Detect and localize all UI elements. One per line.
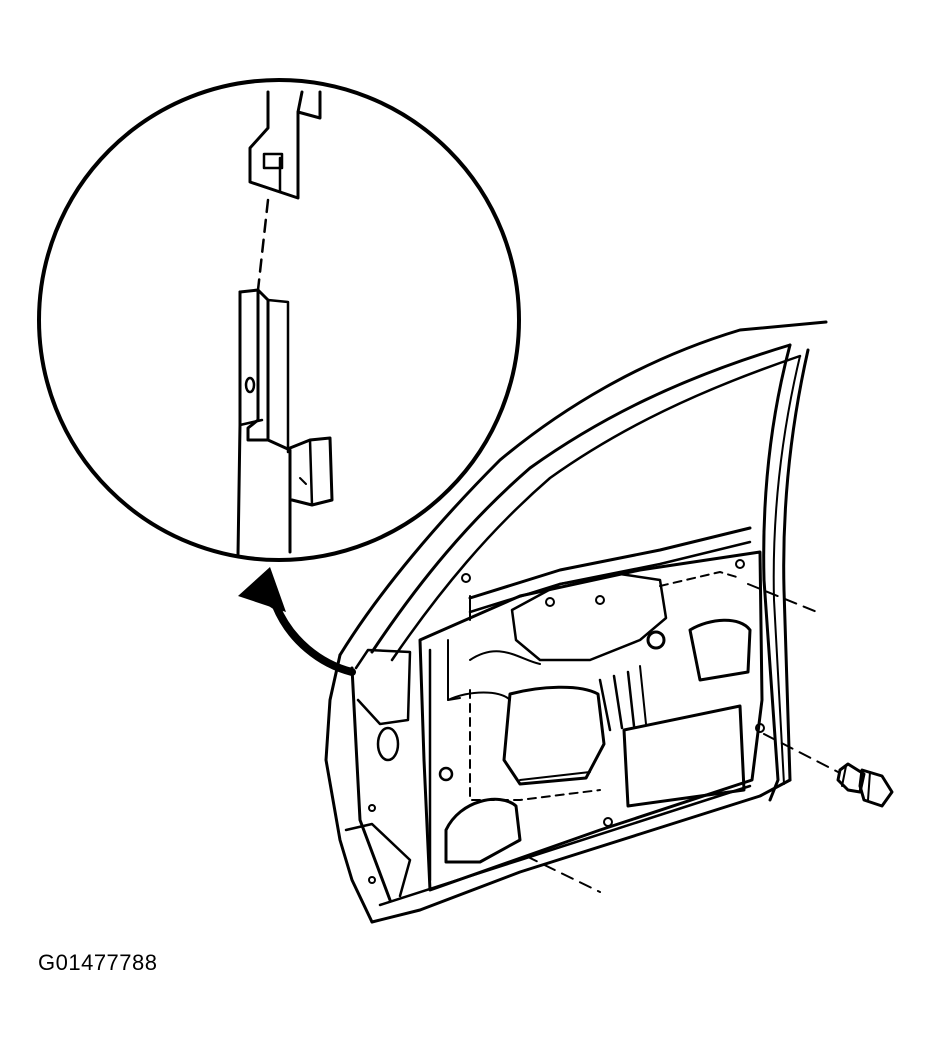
access-cutout-lower — [444, 797, 522, 864]
door-frame — [324, 320, 828, 924]
access-cutout-right — [688, 618, 752, 682]
lower-strip — [236, 288, 334, 557]
hinge-hole — [376, 726, 400, 762]
leader-line-bolt — [763, 733, 839, 773]
alignment-line — [256, 198, 270, 292]
figure-id-caption: G01477788 — [38, 950, 158, 975]
leader-line-upper — [747, 583, 823, 615]
leader-line-lower — [525, 855, 601, 893]
callout-arrowhead — [238, 567, 286, 612]
detail-circle — [37, 78, 521, 562]
regulator-pivot — [646, 630, 666, 650]
detail-magnifier — [37, 78, 521, 562]
speaker-panel — [622, 704, 746, 808]
access-cutout-upper — [502, 685, 606, 786]
bracket-slot — [262, 152, 284, 170]
bolt-icon — [836, 762, 894, 808]
leader-lines — [525, 583, 839, 893]
callout-arrow — [238, 567, 356, 676]
strip-hole — [244, 376, 256, 394]
upper-bracket — [248, 90, 322, 200]
